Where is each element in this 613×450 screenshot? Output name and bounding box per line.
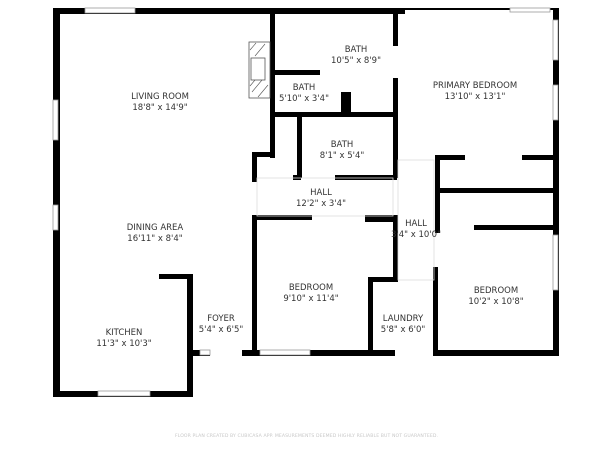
room-name: HALL — [405, 219, 427, 229]
windows — [52, 7, 559, 397]
room-size: 5'4" x 6'5" — [198, 325, 244, 335]
room-name: BEDROOM — [288, 283, 334, 293]
walls — [53, 8, 559, 397]
room-name: BATH — [330, 140, 354, 150]
room-size: 8'1" x 5'4" — [319, 151, 365, 161]
room-name: BATH — [344, 45, 368, 55]
room-size: 18'8" x 14'9" — [132, 103, 188, 113]
room-name: FOYER — [207, 314, 235, 324]
room-name: HALL — [310, 188, 332, 198]
room-size: 9'10" x 11'4" — [283, 294, 339, 304]
room-size: 11'3" x 10'3" — [96, 339, 152, 349]
room-name: BATH — [292, 83, 316, 93]
room-name: DINING AREA — [126, 223, 184, 233]
room-name: BEDROOM — [473, 286, 519, 296]
footer-disclaimer: FLOOR PLAN CREATED BY CUBICASA APP. MEAS… — [174, 434, 439, 439]
room-name: LIVING ROOM — [131, 92, 189, 102]
room-size: 5'8" x 6'0" — [380, 325, 426, 335]
room-name: LAUNDRY — [382, 314, 424, 324]
room-size: 13'10" x 13'1" — [444, 92, 506, 102]
room-size: 5'10" x 3'4" — [279, 94, 329, 104]
room-name: KITCHEN — [105, 328, 143, 338]
room-size: 3'4" x 10'0" — [391, 230, 441, 240]
room-name: PRIMARY BEDROOM — [432, 81, 518, 91]
room-size: 10'5" x 8'9" — [331, 56, 381, 66]
openings — [256, 159, 435, 281]
room-size: 10'2" x 10'8" — [468, 297, 524, 307]
room-size: 12'2" x 3'4" — [296, 199, 346, 209]
room-size: 16'11" x 8'4" — [127, 234, 183, 244]
fireplace — [248, 41, 271, 99]
